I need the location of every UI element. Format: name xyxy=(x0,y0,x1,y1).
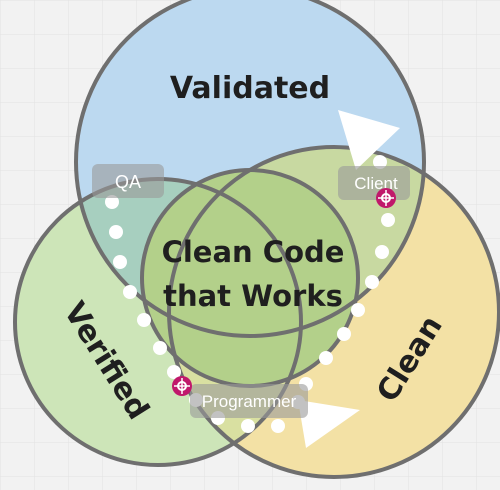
validated-outline xyxy=(74,0,426,338)
center-label-line1: Clean Code xyxy=(162,235,345,269)
programmer-label: Programmer xyxy=(202,392,297,411)
center-label-line2: that Works xyxy=(163,279,343,313)
arrowhead-top-icon xyxy=(338,110,400,170)
programmer-tag xyxy=(190,384,308,418)
validated-label: Validated xyxy=(170,71,330,106)
arrowhead-bottom-icon xyxy=(298,400,360,448)
qa-tag xyxy=(92,164,164,198)
clean-outline xyxy=(167,145,500,479)
programmer-marker-icon xyxy=(172,376,192,396)
qa-label: QA xyxy=(115,172,141,192)
client-marker-icon xyxy=(376,188,396,208)
dotted-path-right xyxy=(291,155,395,409)
